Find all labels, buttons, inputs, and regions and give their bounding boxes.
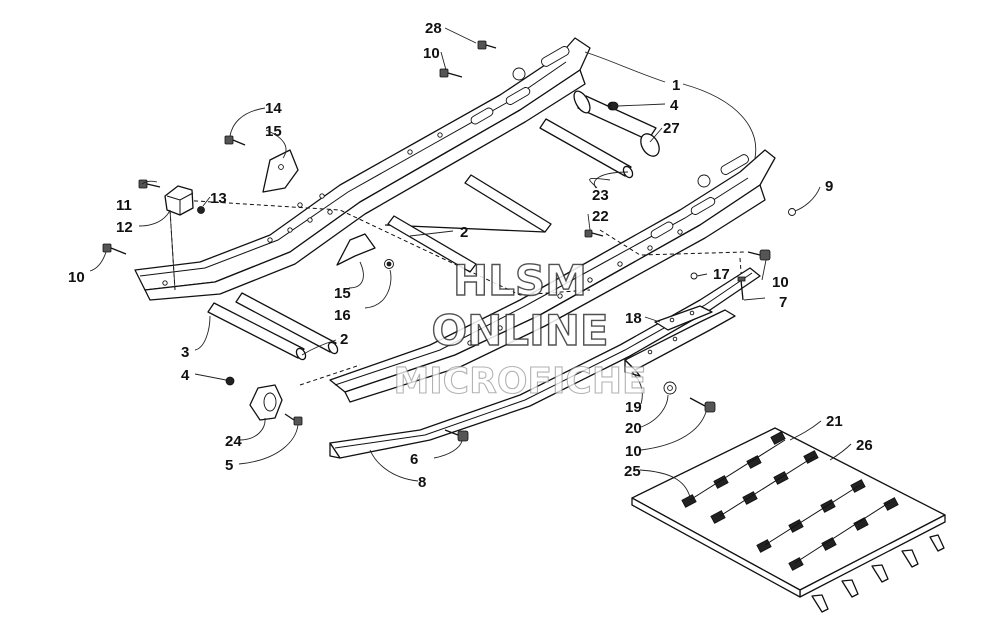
callout-22: 22 (592, 208, 609, 225)
callout-11: 11 (116, 197, 132, 214)
plate-18 (654, 305, 713, 331)
callout-20: 20 (625, 420, 642, 437)
callout-6: 5 (225, 457, 233, 474)
callout-21: 10 (625, 443, 642, 460)
callout-15: 15 (334, 285, 351, 302)
callout-12: 12 (116, 219, 133, 236)
left-side-rail (134, 37, 591, 301)
watermark-line-3: MICROFICHE (393, 361, 646, 402)
callout-19: 19 (625, 399, 642, 416)
callout-8: 8 (418, 474, 426, 491)
watermark-line-1: HLSM (453, 256, 587, 305)
hardware (102, 40, 796, 442)
callout-13: 13 (210, 190, 227, 207)
shaft-3 (207, 302, 307, 361)
right-side-rail (329, 149, 776, 403)
callout-labels: 28 10 1 4 27 14 15 11 13 12 9 23 22 2 10… (68, 20, 873, 491)
callout-17: 17 (713, 266, 730, 283)
shaft-2-middle (387, 215, 477, 273)
callout-15: 15 (265, 123, 282, 140)
callout-10: 10 (423, 45, 440, 62)
bracket-19 (624, 309, 736, 377)
callout-25: 25 (624, 463, 641, 480)
callout-2: 2 (340, 331, 348, 348)
shaft-2-lower (235, 292, 339, 355)
callout-14: 14 (265, 100, 282, 117)
callout-18: 18 (625, 310, 642, 327)
callout-9: 9 (825, 178, 833, 195)
callout-16: 16 (334, 307, 351, 324)
callout-2: 2 (460, 224, 468, 241)
callout-10: 10 (68, 269, 85, 286)
leader-lines (89, 27, 852, 498)
watermark: HLSM ONLINE MICROFICHE (393, 255, 647, 402)
callout-4: 4 (670, 97, 679, 114)
callout-27: 27 (663, 120, 680, 137)
callout-7: 7 (779, 294, 787, 311)
rear-axle-27 (573, 90, 660, 157)
watermark-line-2: ONLINE (431, 306, 608, 355)
callout-26: 21 (826, 413, 843, 430)
callout-3: 3 (181, 344, 189, 361)
callout-5: 24 (225, 433, 242, 450)
callout-1: 1 (672, 77, 680, 94)
callout-23: 23 (592, 187, 609, 204)
callout-10: 10 (772, 274, 789, 291)
callout-28: 28 (425, 20, 442, 37)
callout-10: 6 (410, 451, 418, 468)
callout-4: 4 (181, 367, 190, 384)
callout-24: 26 (856, 437, 873, 454)
wear-bar-8 (329, 267, 761, 459)
track-section (631, 427, 946, 613)
